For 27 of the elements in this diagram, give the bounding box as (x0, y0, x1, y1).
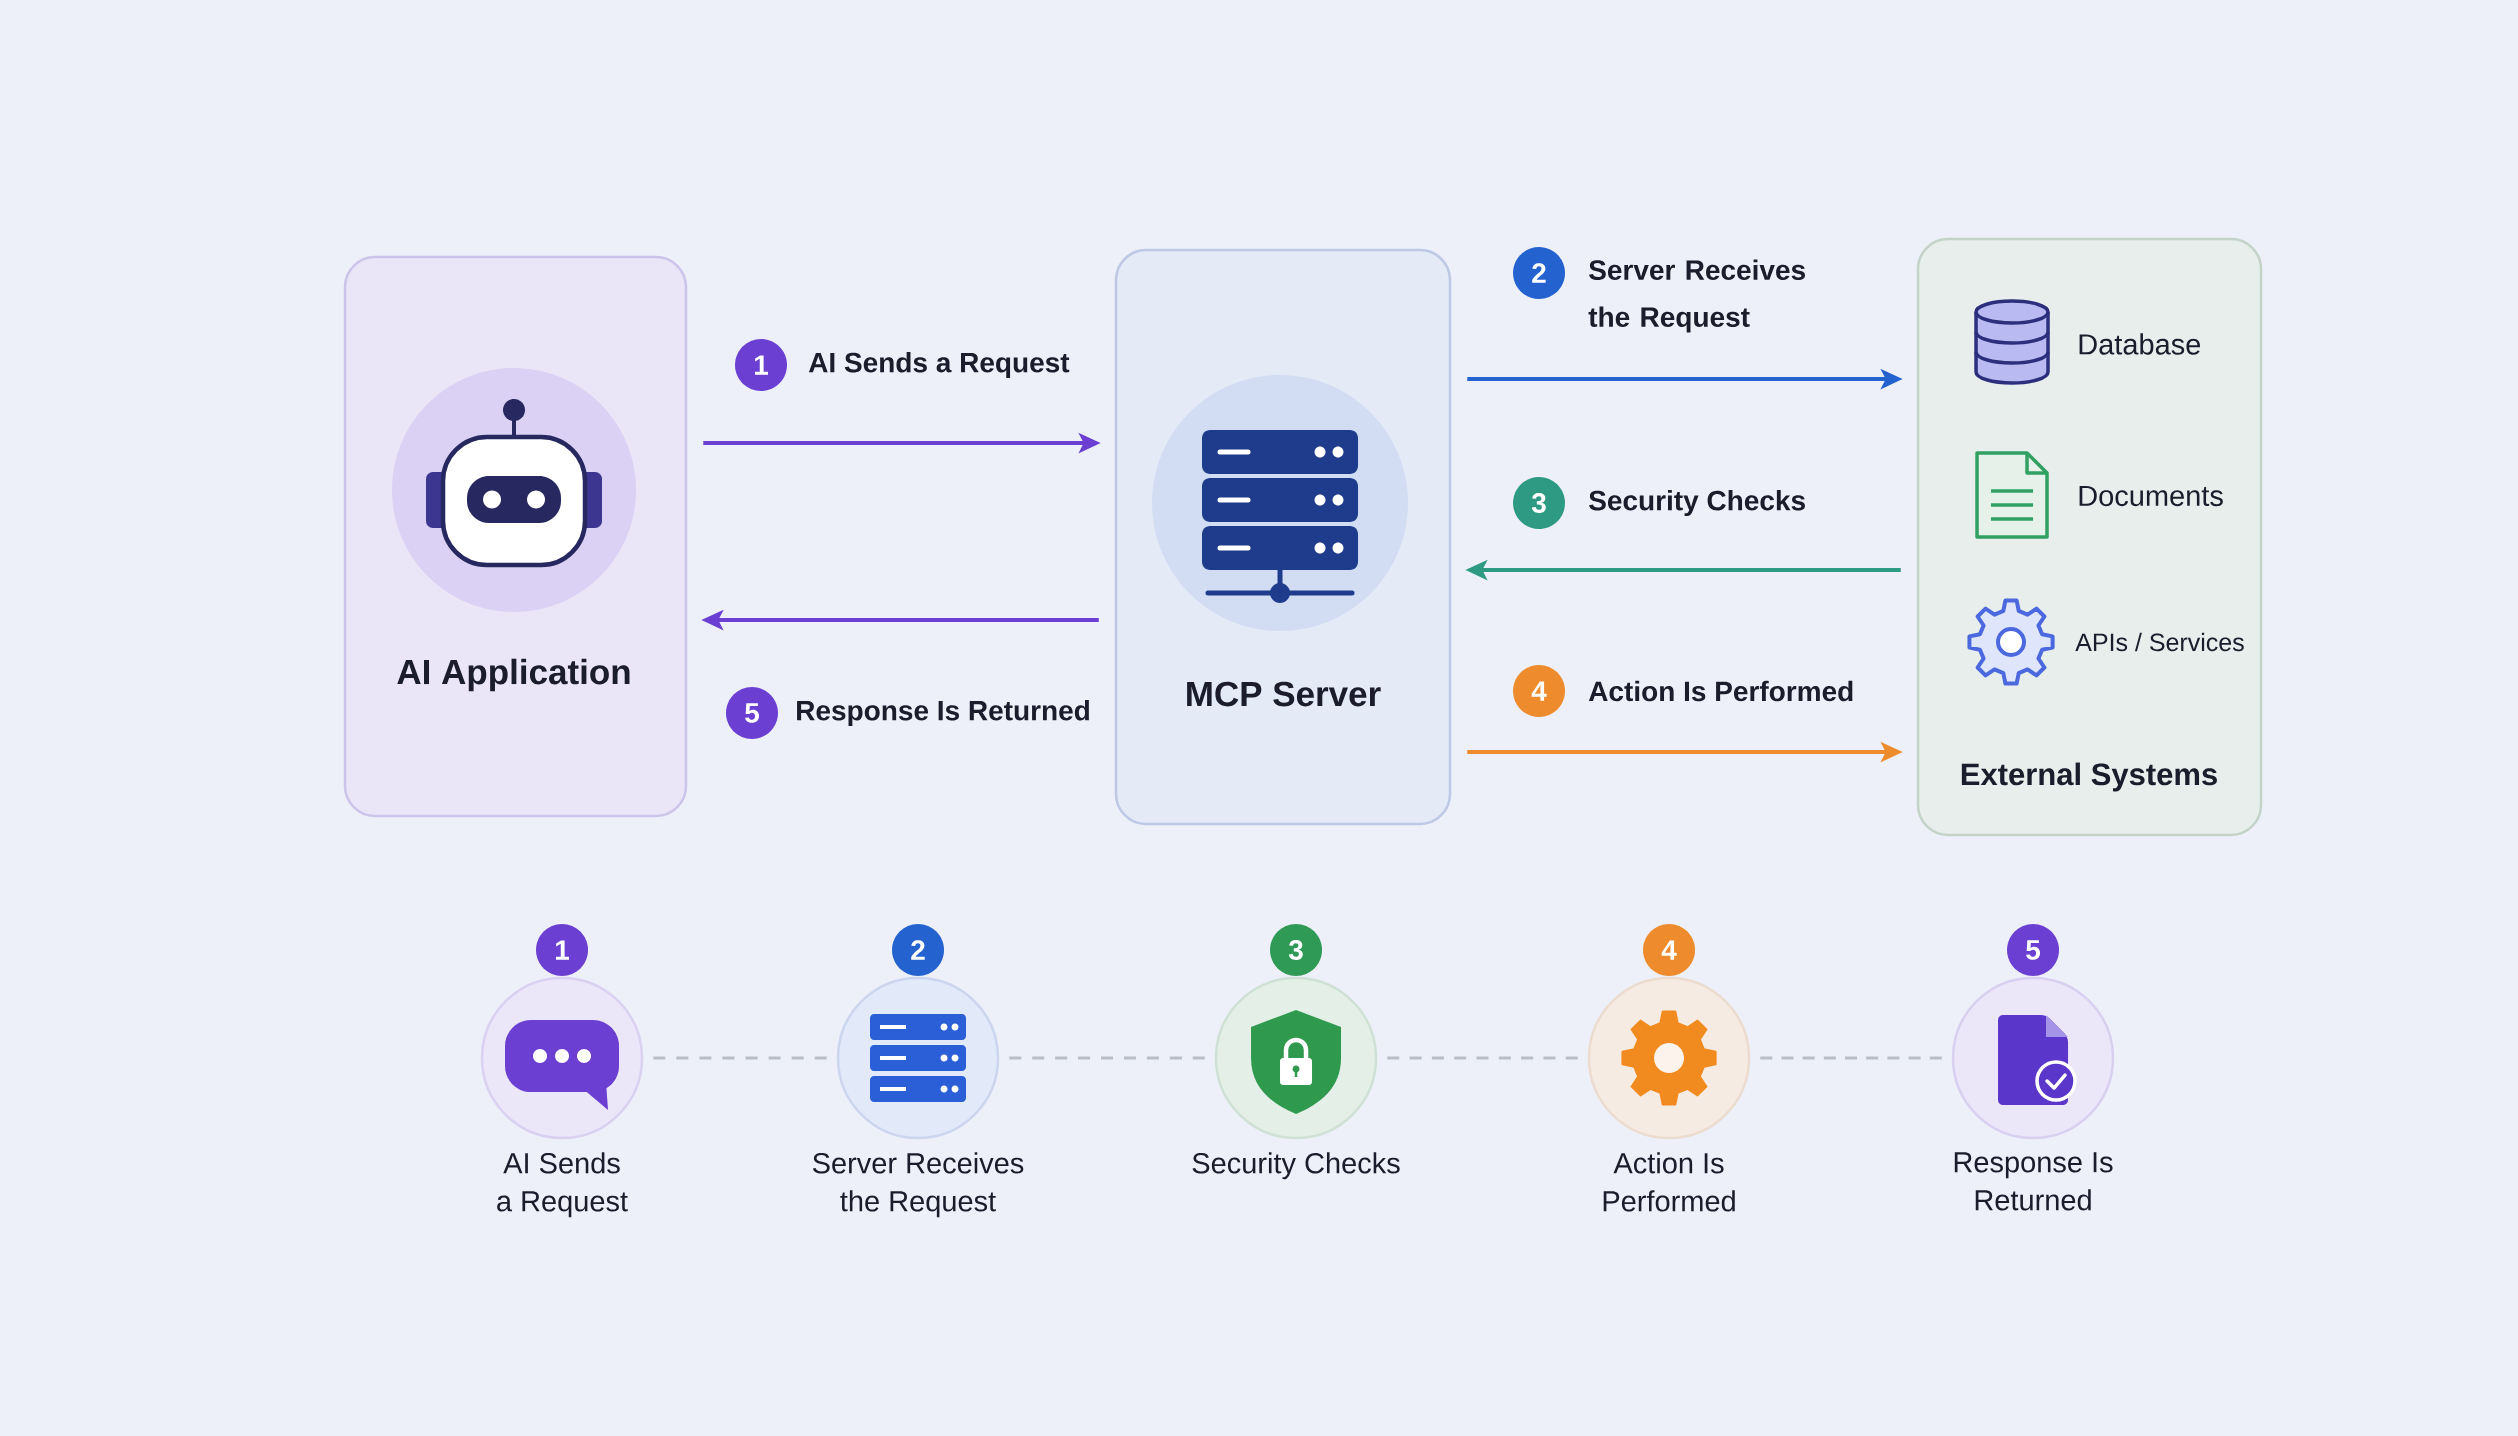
edge-label: Action Is Performed (1585, 677, 1858, 705)
number-badge: 3 (1513, 477, 1565, 529)
dashed-line (1760, 1056, 1942, 1060)
step-caption: AI Sends a Request (497, 1152, 628, 1218)
number-badge: 1 (536, 924, 588, 976)
dashed-line (1009, 1056, 1205, 1060)
number-badge: 5 (2007, 924, 2060, 976)
number-badge: 3 (1270, 924, 1322, 976)
edge-label: AI Sends a Request (805, 348, 1073, 382)
edge-label: Server Receives the Request (1585, 256, 1832, 336)
edge-label: Response Is Returned (792, 696, 1094, 730)
dashed-line (1387, 1056, 1578, 1060)
step-caption: Security Checks (1192, 1152, 1400, 1180)
dashed-line (653, 1056, 827, 1060)
system-label: Documents (2079, 485, 2223, 507)
number-badge: 4 (1643, 924, 1695, 976)
step-caption: Action Is Performed (1603, 1152, 1735, 1212)
step-caption: Response Is Returned (1954, 1152, 2113, 1211)
step-caption: Server Receives the Request (812, 1152, 1024, 1218)
system-label: APIs / Services (2075, 632, 2244, 652)
number-badge: 1 (735, 339, 787, 391)
system-label: Database (2079, 333, 2201, 355)
edge-label: Security Checks (1585, 486, 1810, 520)
number-badge: 2 (892, 924, 944, 976)
number-badge: 4 (1513, 665, 1565, 717)
number-badge: 2 (1513, 247, 1565, 299)
number-badge: 5 (726, 687, 778, 739)
